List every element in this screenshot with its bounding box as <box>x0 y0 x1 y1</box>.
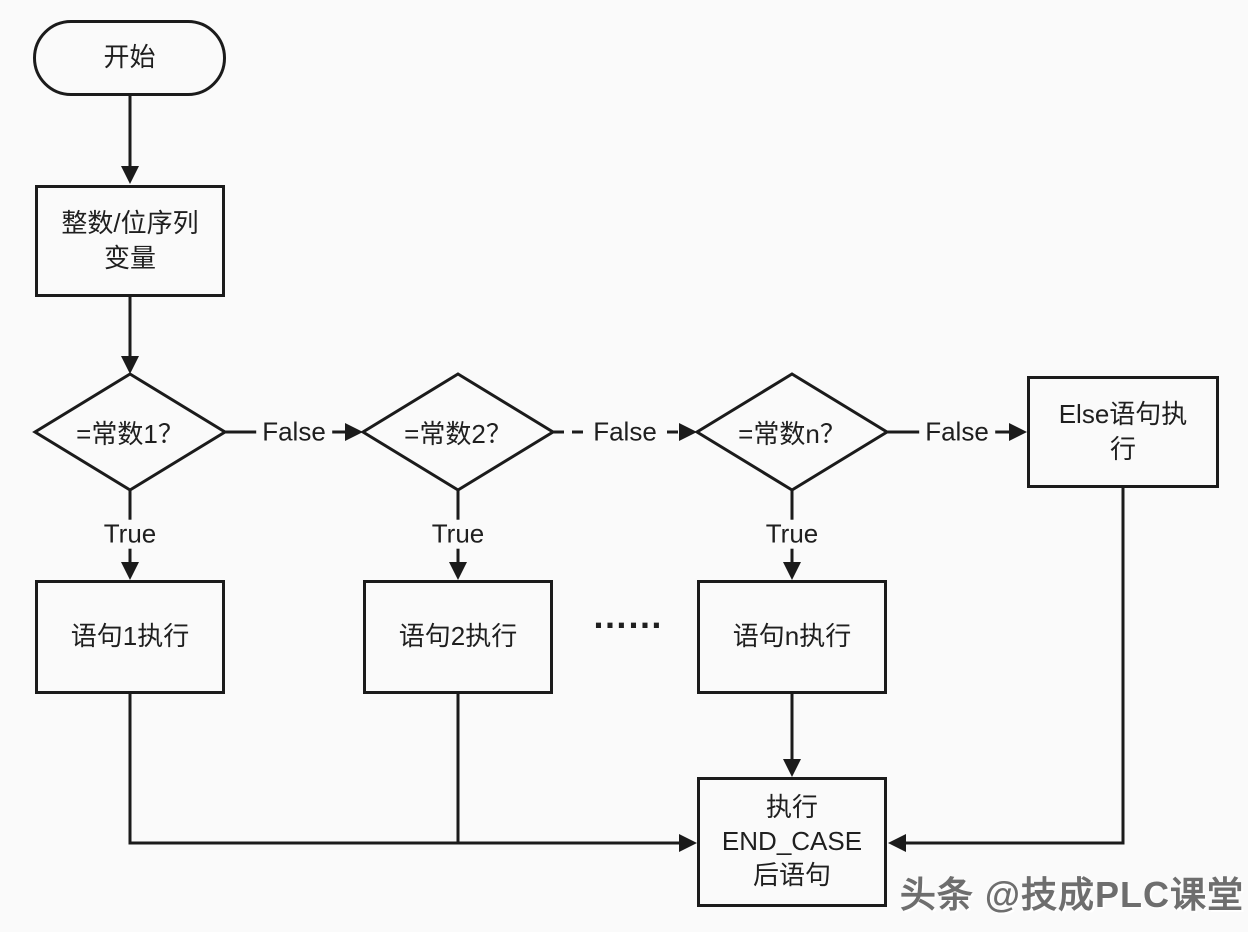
statement-n-label: 语句n执行 <box>732 621 852 652</box>
statement-n-box: 语句n执行 <box>697 580 887 694</box>
condition-1-label: =常数1？ <box>76 418 184 449</box>
arrowhead-down-icon <box>121 166 139 184</box>
condition-n-label: =常数n？ <box>738 418 846 449</box>
edge-statementn-to-end <box>783 694 801 777</box>
false-label-n: False <box>919 418 995 447</box>
condition-2-label: =常数2？ <box>404 418 512 449</box>
arrowhead-right-icon <box>345 423 363 441</box>
else-branch-box: Else语句执 行 <box>1027 376 1219 488</box>
watermark-text: 头条 @技成PLC课堂 <box>899 874 1244 915</box>
arrowhead-right-icon <box>679 423 697 441</box>
false-label-2: False <box>587 418 663 447</box>
statement-1-box: 语句1执行 <box>35 580 225 694</box>
edge-start-to-input <box>121 95 139 184</box>
statement-2-box: 语句2执行 <box>363 580 553 694</box>
statement-2-label: 语句2执行 <box>398 621 518 652</box>
true-label-n: True <box>759 520 825 549</box>
arrowhead-down-icon <box>783 759 801 777</box>
start-node: 开始 <box>33 20 226 96</box>
end-case-label: 执行 END_CASE 后语句 <box>721 792 863 890</box>
start-label: 开始 <box>103 42 156 73</box>
true-label-1: True <box>97 520 163 549</box>
input-variable-box: 整数/位序列 变量 <box>35 185 225 297</box>
arrowhead-down-icon <box>121 562 139 580</box>
ellipsis-between-statements: …… <box>592 595 663 636</box>
input-variable-label: 整数/位序列 变量 <box>61 207 199 273</box>
statement-1-label: 语句1执行 <box>70 621 190 652</box>
edge-else-to-end <box>888 487 1125 852</box>
arrowhead-left-icon <box>888 834 906 852</box>
else-branch-label: Else语句执 行 <box>1058 398 1188 464</box>
arrowhead-down-icon <box>449 562 467 580</box>
true-label-2: True <box>425 520 491 549</box>
arrowhead-down-icon <box>121 356 139 374</box>
false-label-1: False <box>256 418 332 447</box>
arrowhead-down-icon <box>783 562 801 580</box>
edge-statements-to-end <box>128 694 697 852</box>
arrowhead-right-icon <box>679 834 697 852</box>
edge-input-to-condition1 <box>121 297 139 374</box>
arrowhead-right-icon <box>1009 423 1027 441</box>
end-case-box: 执行 END_CASE 后语句 <box>697 777 887 907</box>
